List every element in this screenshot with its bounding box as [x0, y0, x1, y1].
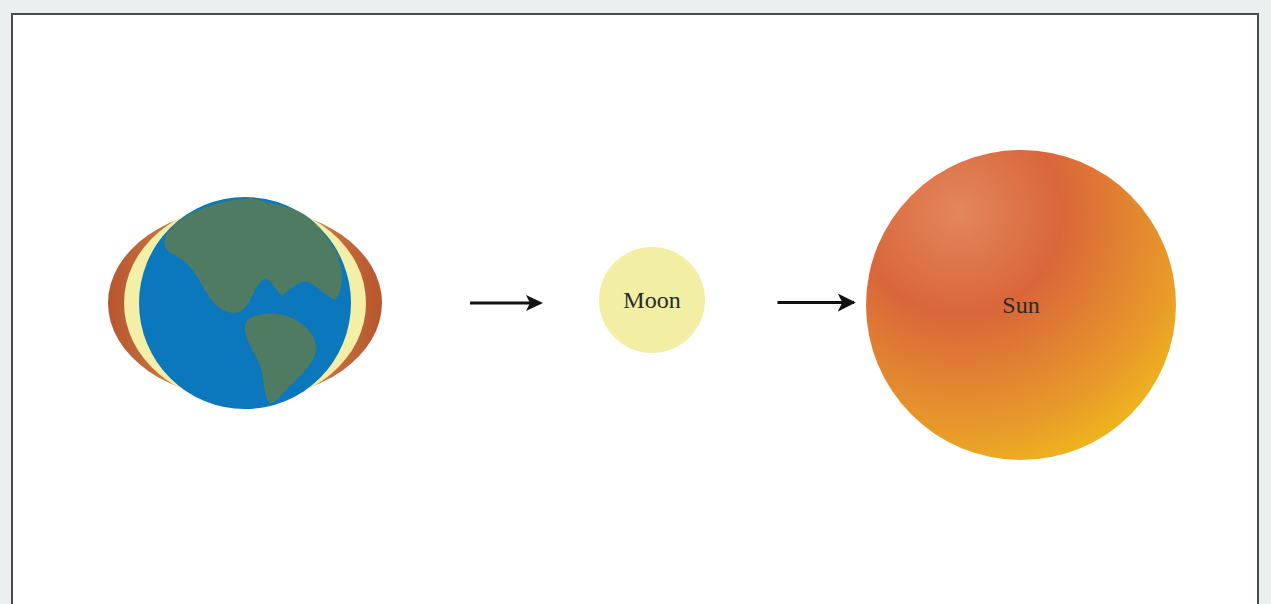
south-america: [245, 314, 316, 405]
earth-globe: [139, 197, 351, 409]
greenland: [318, 228, 340, 258]
pull-arrow: [470, 295, 543, 311]
body-circle: Sun: [866, 150, 1176, 460]
circle-fill: [866, 150, 1176, 460]
body-circle: Moon: [599, 247, 705, 353]
circle-fill: [599, 247, 705, 353]
body-label: Moon: [599, 247, 705, 353]
body-label: Sun: [866, 150, 1176, 460]
north-america: [164, 198, 342, 313]
pull-arrow: [777, 301, 854, 304]
frame: [12, 14, 1258, 604]
